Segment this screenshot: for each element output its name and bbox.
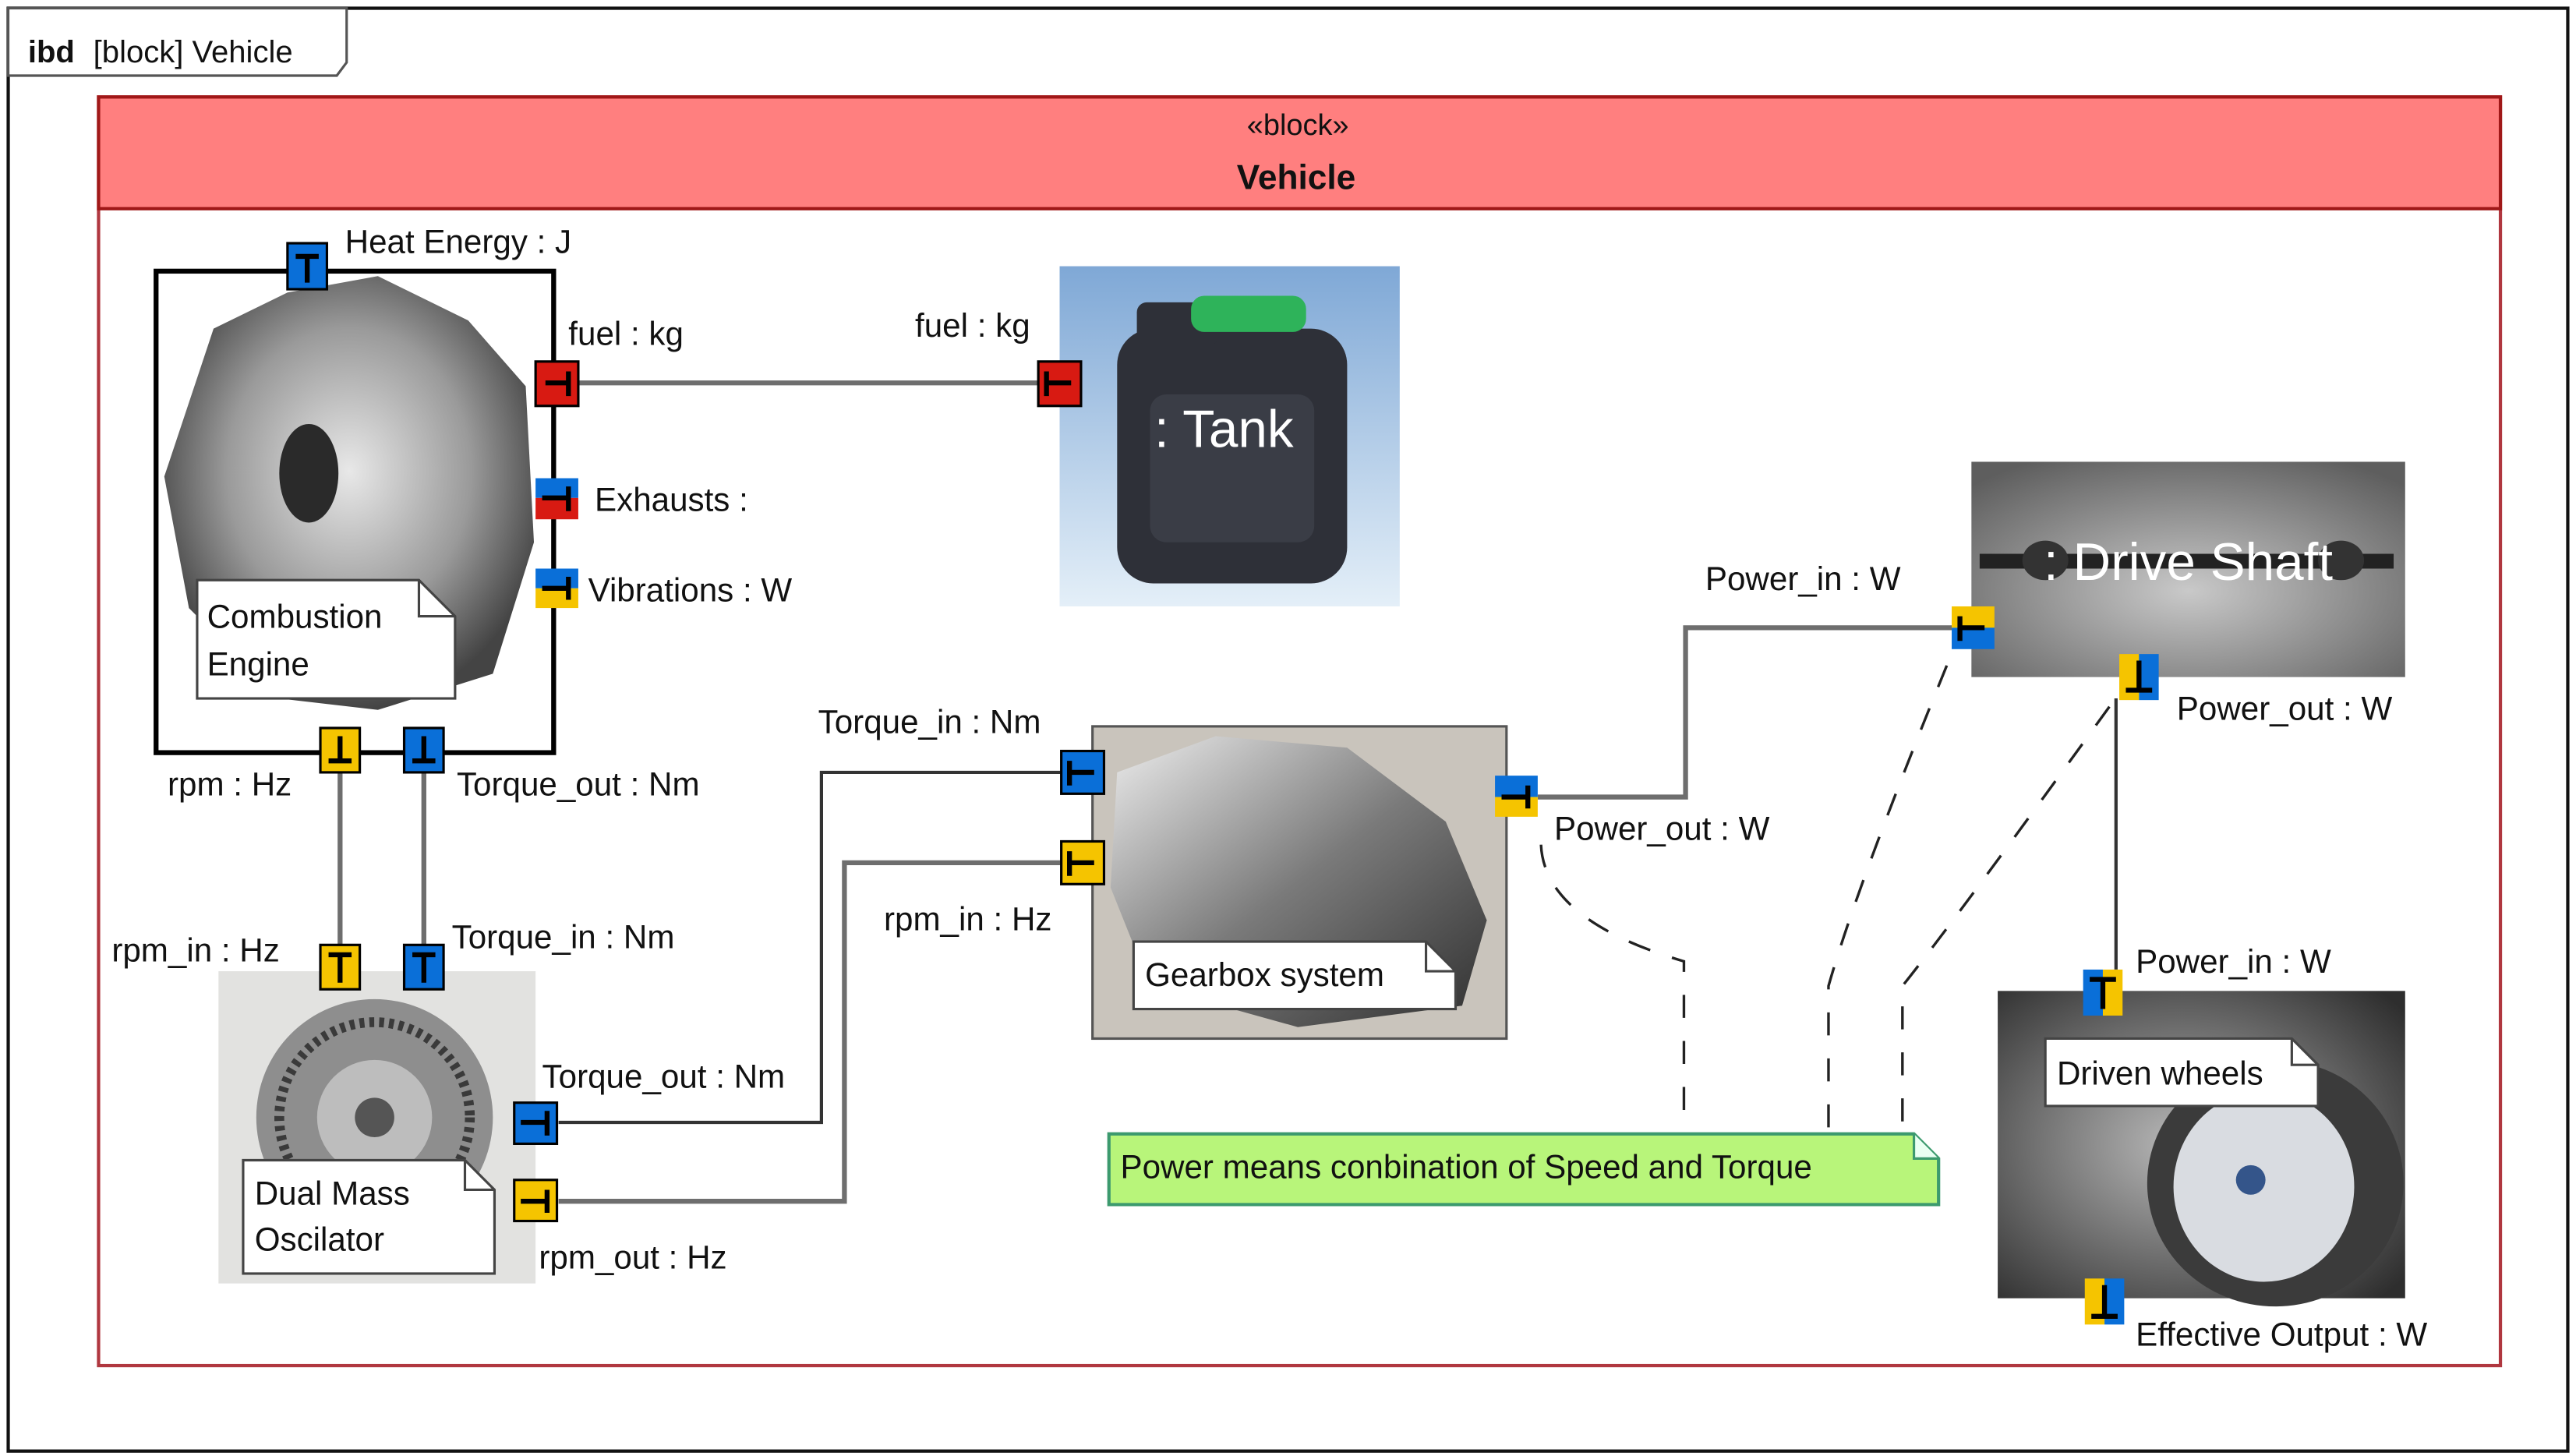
port-ds-power-out[interactable] (2119, 654, 2159, 701)
port-label-ds-power-in: Power_in : W (1705, 560, 1901, 597)
engine-note-line-2: Engine (207, 646, 309, 683)
part-driven-wheels[interactable]: Driven wheels (1998, 991, 2405, 1307)
port-gb-power-out[interactable] (1495, 776, 1538, 817)
port-label-osc-torque-in: Torque_in : Nm (452, 919, 675, 956)
part-dual-mass-oscilator[interactable]: Dual Mass Oscilator (218, 971, 536, 1284)
port-label-osc-torque-out: Torque_out : Nm (542, 1058, 786, 1095)
port-label-vibrations: Vibrations : W (588, 572, 793, 609)
tank-name: : Tank (1154, 400, 1294, 458)
port-label-gb-power-out: Power_out : W (1554, 810, 1770, 846)
oscilator-note: Dual Mass Oscilator (242, 1158, 496, 1275)
port-wh-power-in[interactable] (2083, 969, 2123, 1016)
wheels-note: Driven wheels (2044, 1037, 2320, 1108)
vehicle-name: Vehicle (1237, 158, 1356, 196)
ports: Heat Energy : J fuel : kg Exhausts : Vib… (111, 224, 2427, 1353)
port-exhausts[interactable] (535, 478, 578, 520)
oscilator-note-line-1: Dual Mass (255, 1175, 410, 1211)
port-osc-torque-in[interactable] (402, 943, 445, 991)
comment-text: Power means conbination of Speed and Tor… (1121, 1149, 1812, 1186)
drive-shaft-name: : Drive Shaft (2044, 533, 2333, 592)
port-wh-effective-output[interactable] (2084, 1278, 2125, 1325)
port-heat-energy[interactable] (286, 242, 329, 291)
wheels-note-text: Driven wheels (2057, 1055, 2263, 1092)
vehicle-header (97, 95, 2503, 210)
vehicle-stereotype: «block» (1247, 109, 1349, 142)
port-gb-rpm-in[interactable] (1060, 839, 1106, 885)
jerrycan-image (1117, 295, 1348, 584)
port-engine-torque-out[interactable] (402, 726, 445, 774)
port-label-engine-fuel: fuel : kg (568, 316, 684, 352)
port-label-osc-rpm-out: rpm_out : Hz (539, 1239, 726, 1276)
port-osc-rpm-in[interactable] (319, 943, 362, 991)
port-label-exhausts: Exhausts : (595, 482, 748, 518)
port-gb-torque-in[interactable] (1060, 749, 1106, 795)
connectors (337, 380, 2118, 1204)
wheel-image (2147, 1059, 2404, 1307)
port-tank-fuel[interactable] (1037, 360, 1083, 408)
port-label-osc-rpm-in: rpm_in : Hz (111, 931, 279, 968)
port-ds-power-in[interactable] (1952, 606, 1995, 649)
frame-name: [block] Vehicle (94, 35, 293, 69)
part-drive-shaft[interactable]: : Drive Shaft (1971, 461, 2405, 677)
port-engine-fuel[interactable] (534, 360, 580, 408)
comment-note[interactable]: Power means conbination of Speed and Tor… (1107, 1132, 1941, 1207)
shaft-image (1979, 540, 2394, 581)
port-label-engine-rpm: rpm : Hz (168, 765, 292, 802)
port-osc-rpm-out[interactable] (513, 1179, 559, 1223)
port-label-tank-fuel: fuel : kg (915, 307, 1030, 344)
port-label-gb-torque-in: Torque_in : Nm (818, 703, 1041, 740)
gearbox-note: Gearbox system (1132, 940, 1458, 1011)
engine-note: Combustion Engine (196, 578, 457, 700)
part-tank[interactable]: : Tank (1059, 266, 1400, 606)
engine-image-detail (279, 423, 339, 523)
part-combustion-engine[interactable]: Combustion Engine (154, 268, 557, 755)
part-gearbox-system[interactable]: Gearbox system (1091, 725, 1508, 1041)
svg-text:ibd [block] Vehicle: ibd [block] Vehicle (28, 35, 293, 69)
connector-power-gearbox-shaft[interactable] (1537, 625, 1952, 800)
port-label-ds-power-out: Power_out : W (2177, 690, 2393, 726)
port-label-wh-power-in: Power_in : W (2136, 943, 2331, 980)
port-label-engine-torque-out: Torque_out : Nm (457, 765, 700, 802)
gearbox-note-text: Gearbox system (1145, 956, 1384, 993)
comment-anchors (1539, 665, 2111, 1134)
port-vibrations[interactable] (535, 568, 578, 609)
port-label-wh-effective-output: Effective Output : W (2136, 1316, 2427, 1353)
frame-tab[interactable]: ibd [block] Vehicle (6, 6, 348, 77)
engine-note-line-1: Combustion (207, 598, 383, 634)
port-engine-rpm[interactable] (319, 726, 362, 774)
port-label-heat-energy: Heat Energy : J (345, 224, 572, 260)
connector-torque-to-gearbox[interactable] (558, 770, 1062, 1125)
port-label-gb-rpm-in: rpm_in : Hz (884, 900, 1051, 937)
oscilator-note-line-2: Oscilator (255, 1221, 384, 1257)
port-osc-torque-out[interactable] (513, 1101, 559, 1145)
frame-kind: ibd (28, 35, 75, 69)
connector-rpm-to-gearbox[interactable] (558, 860, 1062, 1204)
